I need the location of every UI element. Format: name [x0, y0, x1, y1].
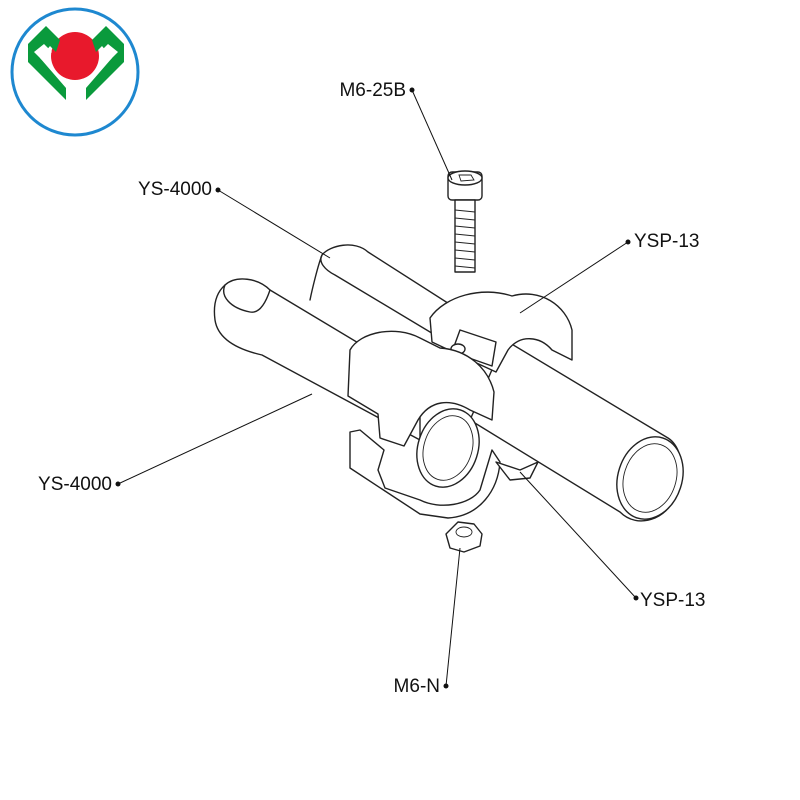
logo-figure — [28, 26, 124, 130]
label-bolt: M6-25B — [339, 80, 406, 101]
logo-figure-left-arm — [34, 44, 52, 60]
label-pipe-bottom: YS-4000 — [38, 474, 112, 495]
joint-upper — [429, 291, 573, 373]
label-joint-bottom: YSP-13 — [640, 590, 705, 611]
leader-pipe-bottom — [117, 393, 313, 485]
leader-nut — [445, 547, 461, 687]
joint-lower — [347, 330, 539, 519]
leader-joint-bottom — [519, 471, 637, 599]
leader-lines — [115, 87, 639, 689]
leader-bolt — [411, 89, 453, 181]
logo-ball — [51, 32, 99, 80]
nut — [445, 521, 483, 553]
bolt — [447, 170, 483, 273]
label-pipe-top: YS-4000 — [138, 179, 212, 200]
pipe-right — [469, 339, 684, 522]
company-logo — [10, 7, 140, 137]
label-nut: M6-N — [394, 676, 440, 697]
leader-joint-top — [519, 241, 629, 314]
logo-figure-right-arm — [100, 44, 118, 60]
label-joint-top: YSP-13 — [634, 231, 699, 252]
leader-pipe-top — [217, 189, 331, 259]
